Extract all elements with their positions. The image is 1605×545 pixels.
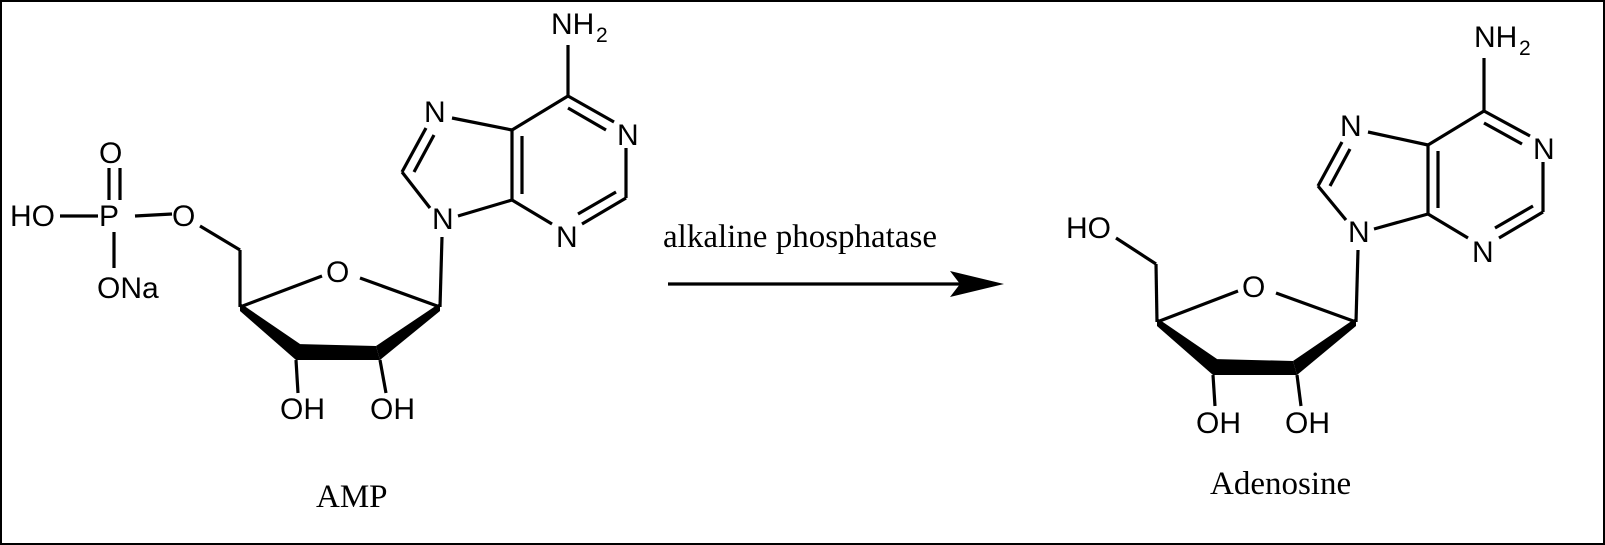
adenosine-oh2-label: OH xyxy=(1285,407,1330,440)
wedge-c4-c3 xyxy=(1157,318,1217,375)
adenosine-structure: NH 2 N N N N O HO OH OH Adenosine xyxy=(1066,21,1555,502)
adenosine-n7-label: N xyxy=(1340,110,1362,143)
amp-p-label: P xyxy=(99,200,119,233)
amp-p-double-o-label: O xyxy=(99,137,122,170)
wedge-c4-c3 xyxy=(240,303,300,360)
adenosine-oh3-label: OH xyxy=(1196,407,1241,440)
wedge-c3-c2 xyxy=(296,344,380,360)
bond-c6-n1-inner xyxy=(567,106,607,132)
amp-ona-label: ONa xyxy=(97,272,159,305)
amp-oh2-label: OH xyxy=(370,393,415,426)
amp-ester-o-label: O xyxy=(172,200,195,233)
adenosine-n1-label: N xyxy=(1533,133,1555,166)
reaction-arrow: alkaline phosphatase xyxy=(663,219,1004,297)
bond-c3-oh xyxy=(1211,374,1217,407)
bond-n7-c5p xyxy=(1367,130,1429,147)
bond-c8-n7 xyxy=(1316,141,1344,187)
bond-c4p-n9 xyxy=(457,198,513,218)
bond-c2-oh xyxy=(1295,374,1303,407)
bond-o4-c1 xyxy=(359,276,441,309)
adenosine-n3-label: N xyxy=(1472,236,1494,269)
amp-oh3-label: OH xyxy=(280,393,325,426)
bond-c2-n3 xyxy=(581,196,627,226)
amp-n7-label: N xyxy=(424,96,446,129)
bond-c6-n1 xyxy=(567,94,615,124)
wedge-c1-c2 xyxy=(376,303,440,360)
bond-n9-c8 xyxy=(400,171,432,209)
amp-nh2-subscript: 2 xyxy=(596,24,608,47)
bond-c3-oh xyxy=(294,359,300,394)
reagent-label: alkaline phosphatase xyxy=(663,219,937,255)
bond-n9-c8 xyxy=(1316,184,1348,222)
bond-ho-c5 xyxy=(1115,236,1157,266)
wedge-c1-c2 xyxy=(1293,318,1356,375)
bond-c8-n7-double xyxy=(412,134,436,173)
amp-structure: NH 2 N N N N O O P O HO ONa OH OH AMP xyxy=(10,8,639,515)
adenosine-nh2-label: NH xyxy=(1474,21,1517,54)
bond-c6-n1 xyxy=(1483,109,1531,138)
bond-n3-c4p xyxy=(511,198,553,226)
bond-c2-n3-inner xyxy=(577,190,617,216)
bond-c6-n1-inner xyxy=(1483,121,1523,146)
adenosine-ring-o-label: O xyxy=(1242,271,1265,304)
amp-ho-label: HO xyxy=(10,200,55,233)
bond-o4-c1 xyxy=(1275,291,1357,324)
bond-c4-o4 xyxy=(1156,289,1239,324)
bond-n3-c4p xyxy=(1427,212,1469,240)
adenosine-n9-label: N xyxy=(1348,216,1370,249)
bond-c5-c4 xyxy=(1154,263,1159,323)
bond-o-c5 xyxy=(199,224,241,252)
bond-p-o-ester xyxy=(134,212,173,218)
bond-c5p-c6 xyxy=(1427,109,1485,147)
bond-c1-n9 xyxy=(438,236,444,308)
amp-n3-label: N xyxy=(556,221,578,254)
arrow-head xyxy=(950,271,1004,297)
bond-c8-n7 xyxy=(400,127,428,173)
bond-c2-n3-inner xyxy=(1494,204,1534,230)
amp-n9-label: N xyxy=(432,203,454,236)
amp-nh2-label: NH xyxy=(551,8,594,41)
bond-c4p-n9 xyxy=(1373,212,1429,231)
amp-n1-label: N xyxy=(617,119,639,152)
adenosine-nh2-subscript: 2 xyxy=(1519,37,1531,60)
bond-n7-c5p xyxy=(451,116,513,132)
amp-caption: AMP xyxy=(316,479,388,515)
adenosine-ho5-label: HO xyxy=(1066,212,1111,245)
bond-c2-n3 xyxy=(1498,210,1544,240)
adenosine-caption: Adenosine xyxy=(1210,466,1351,502)
bond-c5p-c6 xyxy=(511,94,569,132)
bond-c2-oh xyxy=(378,359,388,394)
bond-c4-o4 xyxy=(239,274,323,309)
bond-c1-n9 xyxy=(1354,249,1360,323)
amp-ring-o-label: O xyxy=(326,256,349,289)
wedge-c3-c2 xyxy=(1213,359,1297,375)
bond-c8-n7-double xyxy=(1328,148,1352,187)
